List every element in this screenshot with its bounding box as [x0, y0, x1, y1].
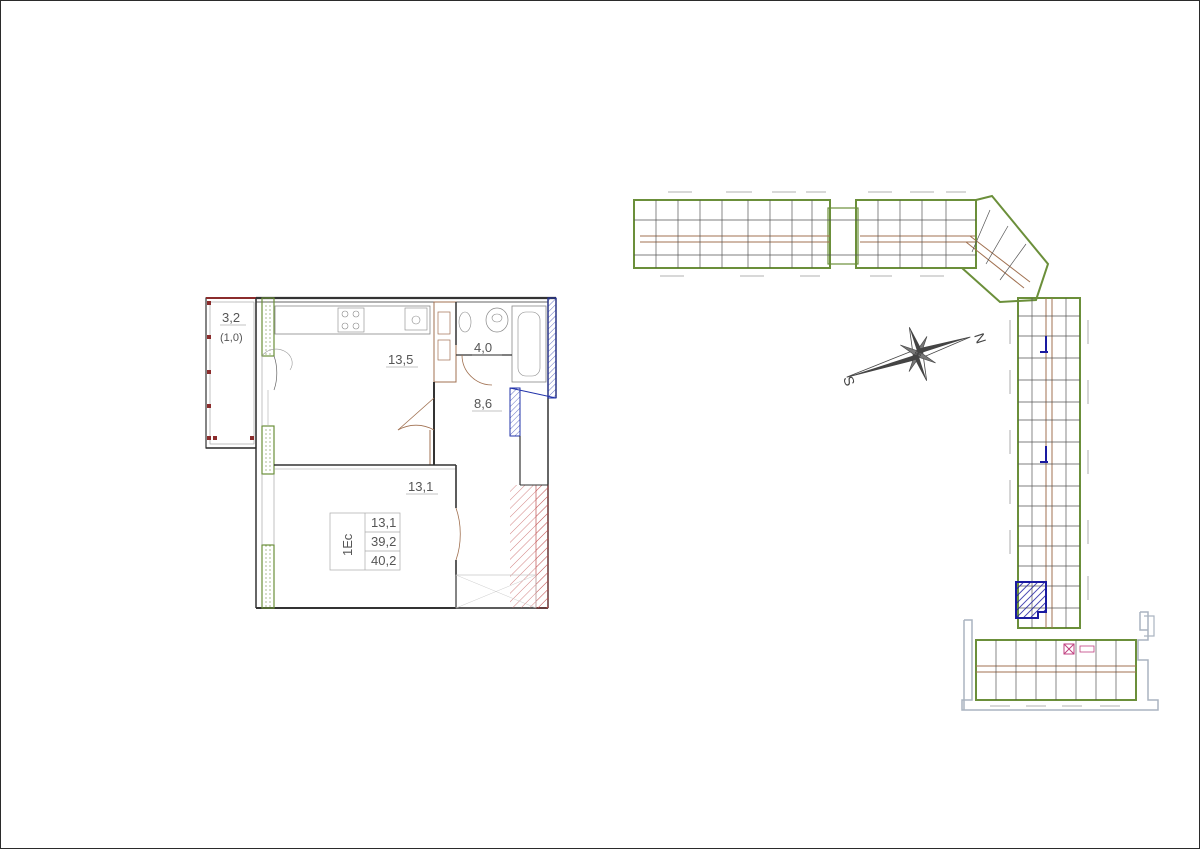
compass-north-label: N [971, 331, 989, 346]
bathroom-area-label: 4,0 [474, 340, 492, 355]
compass-rose [846, 327, 971, 381]
stamp-living-area: 13,1 [371, 515, 396, 530]
room-area-label: 13,1 [408, 479, 433, 494]
hall-area-label: 8,6 [474, 396, 492, 411]
stamp-total-area: 39,2 [371, 534, 396, 549]
building-wing-top [633, 191, 977, 277]
kitchen-area-label: 13,5 [388, 352, 413, 367]
apartment-plan: 3,2 (1,0) 13,5 4,0 8,6 13,1 1Ес 13,1 39,… [205, 296, 557, 609]
apartment-type-label: 1Ес [340, 533, 355, 556]
internal-walls [274, 297, 557, 609]
facade-windows [261, 297, 293, 609]
stamp-total-with-balcony: 40,2 [371, 553, 396, 568]
building-wing-corner [961, 194, 1050, 304]
building-key-plan [633, 191, 1159, 711]
room-labels: 3,2 (1,0) 13,5 4,0 8,6 13,1 [220, 310, 502, 495]
apartment-stamp: 1Ес 13,1 39,2 40,2 [329, 512, 401, 571]
highlighted-apartment [1015, 581, 1047, 619]
balcony-reduced-area-label: (1,0) [220, 332, 243, 344]
building-wing-bottom [961, 611, 1159, 711]
balcony-area-label: 3,2 [222, 310, 240, 325]
building-wing-vertical [1009, 297, 1089, 629]
compass-south-label: S [840, 374, 858, 388]
